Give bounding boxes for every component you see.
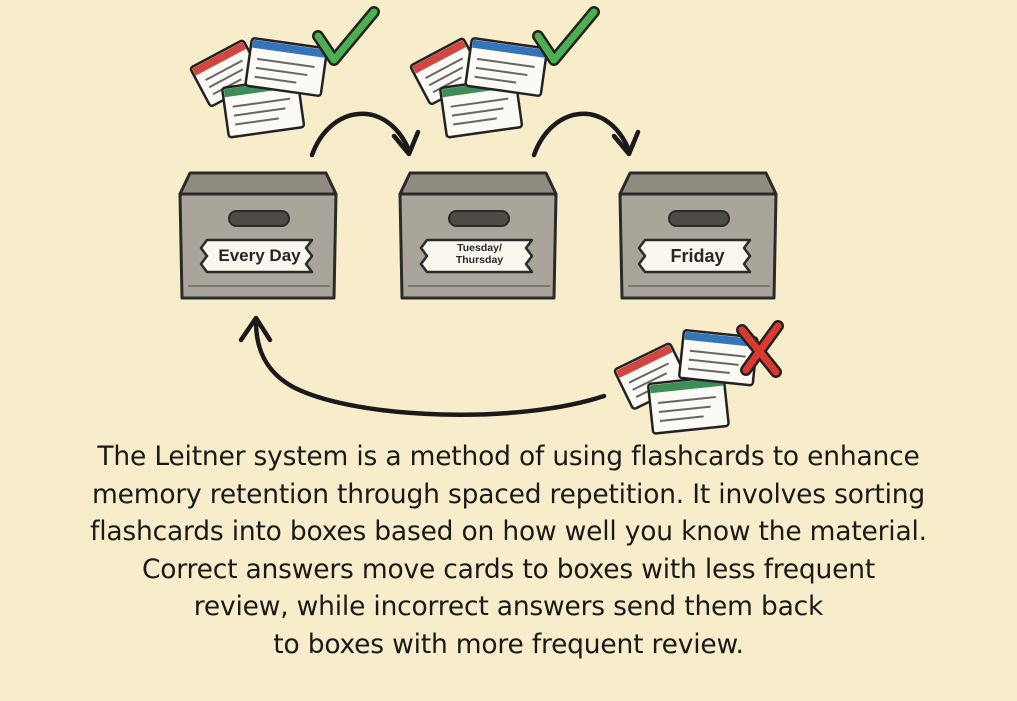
card-stack-correct-1 — [189, 6, 380, 139]
caption-line: Correct answers move cards to boxes with… — [141, 553, 876, 585]
card-stack-correct-2 — [409, 6, 600, 139]
box-label-line-1: Tuesday/ — [457, 242, 502, 254]
box-label-tuesday-thursday: Tuesday/ Thursday — [427, 242, 532, 266]
box-label-plate — [419, 238, 534, 274]
caption: The Leitner system is a method of using … — [8, 438, 1009, 663]
flashcard-green — [647, 375, 730, 435]
arrow-forward-1 — [309, 111, 421, 158]
cross-icon — [736, 320, 784, 378]
box-handle — [668, 210, 730, 227]
caption-line: review, while incorrect answers send the… — [193, 591, 824, 622]
box-tuesday-thursday — [398, 171, 558, 300]
caption-line: flashcards into boxes based on how well … — [90, 516, 927, 547]
flashcard-blue — [464, 37, 549, 97]
caption-line: The Leitner system is a method of using … — [97, 441, 920, 472]
arrow-return — [238, 315, 607, 417]
flashcard-blue — [244, 37, 329, 97]
box-handle — [448, 210, 510, 227]
box-every-day — [178, 171, 338, 300]
box-label-every-day: Every Day — [218, 246, 301, 265]
box-handle — [228, 210, 290, 227]
box-label-line-2: Thursday — [455, 253, 504, 266]
box-friday — [618, 171, 778, 300]
arrow-forward-2 — [531, 111, 641, 158]
box-label-plate — [199, 238, 314, 274]
flashcard-blue — [678, 329, 759, 387]
box-label-friday: Friday — [670, 246, 725, 266]
box-label-plate — [637, 238, 752, 274]
caption-line: memory retention through spaced repetiti… — [91, 478, 926, 510]
caption-line: to boxes with more frequent review. — [273, 628, 744, 660]
card-stack-incorrect — [613, 320, 784, 435]
